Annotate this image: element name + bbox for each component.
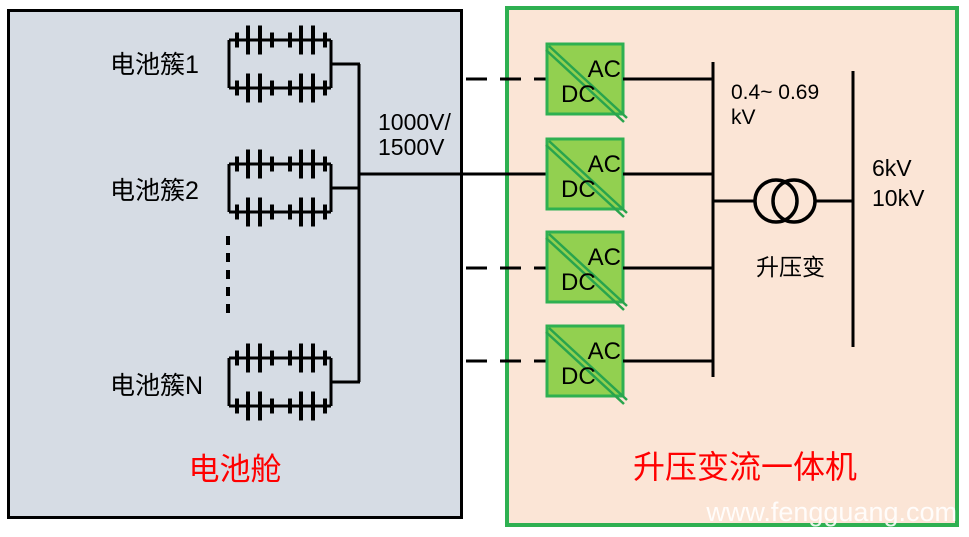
dc-voltage-line2: 1500V bbox=[378, 134, 445, 160]
watermark-text: www.fengguang.com bbox=[706, 497, 957, 527]
acdc-converter-4: AC DC bbox=[545, 324, 628, 405]
converter-1-dc-label: DC bbox=[561, 81, 596, 108]
converter-2-ac-label: AC bbox=[588, 151, 621, 178]
dc-voltage-label: 1000V/1500V bbox=[378, 110, 451, 160]
battery-cluster-n-label: 电池簇N bbox=[110, 372, 204, 400]
hv-voltage-line1: 6kV bbox=[872, 155, 912, 181]
dc-voltage-line1: 1000V/ bbox=[378, 109, 451, 135]
acdc-converter-1: AC DC bbox=[545, 42, 628, 123]
converter-3-ac-label: AC bbox=[588, 244, 621, 271]
battery-cluster-2-label: 电池簇2 bbox=[110, 177, 199, 205]
transformer-label: 升压变 bbox=[756, 254, 825, 280]
converter-2-dc-label: DC bbox=[561, 176, 596, 203]
converter-1-ac-label: AC bbox=[588, 56, 621, 83]
lv-voltage-line2: kV bbox=[731, 106, 756, 129]
converter-unit-title: 升压变流一体机 bbox=[633, 449, 858, 485]
acdc-converter-2: AC DC bbox=[545, 137, 628, 218]
hv-voltage-line2: 10kV bbox=[872, 185, 925, 211]
lv-voltage-line1: 0.4~ 0.69 bbox=[731, 81, 820, 104]
converter-4-ac-label: AC bbox=[588, 338, 621, 365]
step-up-transformer-icon bbox=[713, 178, 853, 224]
battery-compartment-title: 电池舱 bbox=[188, 452, 282, 487]
battery-cluster-1-label: 电池簇1 bbox=[110, 51, 199, 79]
converter-4-dc-label: DC bbox=[561, 363, 596, 390]
converter-3-dc-label: DC bbox=[561, 269, 596, 296]
hv-voltage-label: 6kV 10kV bbox=[872, 153, 924, 213]
acdc-converter-3: AC DC bbox=[545, 230, 628, 311]
